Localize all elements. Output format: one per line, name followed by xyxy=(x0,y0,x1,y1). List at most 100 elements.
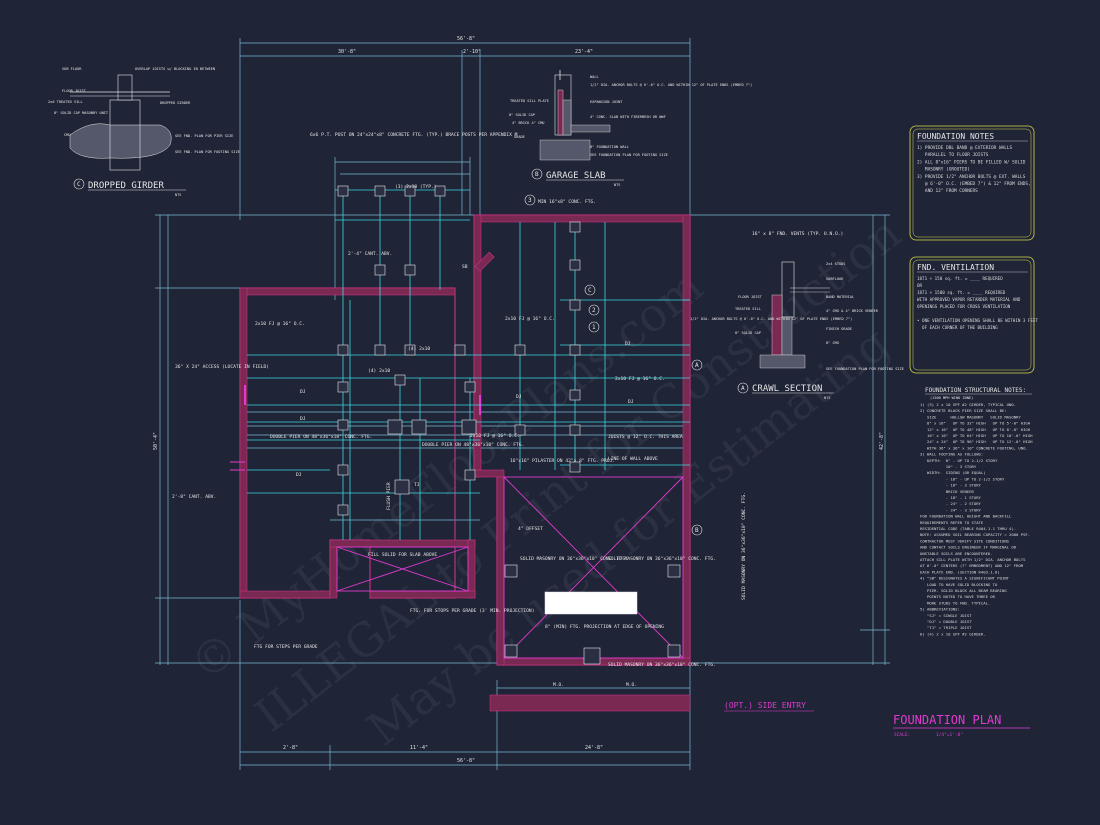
structural-note-line-2: 2) CONCRETE BLOCK PIER SIZE SHALL BE: xyxy=(920,408,1007,413)
note-pier-top: (3) 2x10 (TYP.) xyxy=(395,184,437,190)
dg-label-5: CMU xyxy=(64,133,71,137)
structural-note-line-30: LOAD TO HAVE SOLID BLOCKING TO xyxy=(920,582,998,587)
crawl-section-scale: NTS xyxy=(824,396,830,400)
detail-garage-slab: B GARAGE SLAB NTS WALL 1/2" DIA. ANCHOR … xyxy=(509,70,752,187)
label-dj-4: DJ xyxy=(625,341,631,347)
cs-label-2: SUBFLOOR xyxy=(826,277,844,281)
dim-left-total: 50'-4" xyxy=(153,432,159,450)
note-min-pier: MIN 16"x8" CONC. FTG. xyxy=(538,199,596,205)
dim-right-total: 42'-8" xyxy=(879,432,885,450)
structural-note-line-21: RESIDENTIAL CODE (TABLE R404.1.1 THRU 4)… xyxy=(920,526,1016,531)
structural-note-line-32: POINTS NOTED TO HAVE THREE OR xyxy=(920,594,996,599)
detail-crawl-section: A CRAWL SECTION NTS 2x4 STUDS SUBFLOOR F… xyxy=(690,261,904,400)
fnd-ventilation-line-4: WITH APPROVED VAPOR RETARDER MATERIAL AN… xyxy=(917,297,1021,302)
note-joist-left: 2x10 FJ @ 16" O.C. xyxy=(255,321,305,327)
note-solid-masonry-3: SOLID MASONRY ON 36"x36"x10" CONC. FTG. xyxy=(608,662,716,668)
structural-note-line-38: 6) (4) 2 x 10 SPF #2 GIRDER. xyxy=(920,631,986,636)
note-projection: 8" (MIN) FTG. PROJECTION AT EDGE OF OPEN… xyxy=(545,624,664,630)
structural-note-line-8: WITH 36" x 36" x 10" CONCRETE FOOTING, U… xyxy=(920,445,1028,450)
dg-label-6: OVERLAP JOISTS w/ BLOCKING IN BETWEEN xyxy=(135,67,215,71)
label-dj-5: DJ xyxy=(628,399,634,405)
structural-note-line-6: 16" x 16" UP TO 64" HIGH UP TO 10'-0" HI… xyxy=(920,433,1033,438)
note-solid-masonry-4: SOLID MASONRY ON 36"x36"x10" CONC. FTG. xyxy=(741,492,747,600)
dimension-texts: 56'-8" 30'-8" 2'-10" 23'-4" 56'-8" 2'-8"… xyxy=(153,36,885,764)
note-cant-left: 2'-8" CANT. ABV. xyxy=(172,494,216,500)
cs-label-10: 8" CMU xyxy=(826,341,839,345)
label-tj: TJ xyxy=(414,482,420,488)
sheet-title: FOUNDATION PLAN xyxy=(893,713,1001,727)
crawl-section-marker: A xyxy=(741,385,745,392)
dropped-girder-scale: NTS xyxy=(175,193,181,197)
gs-label-2: 1/2" DIA. ANCHOR BOLTS @ 6'-0" O.C. AND … xyxy=(590,83,752,87)
gs-label-10: SEE FOUNDATION PLAN FOR FOOTING SIZE xyxy=(590,153,668,157)
dim-top-right: 23'-4" xyxy=(575,49,593,55)
side-entry-label: (OPT.) SIDE ENTRY xyxy=(724,701,806,710)
foundation-note-line-4: MASONRY (GROUTED) xyxy=(917,167,970,173)
label-sb: SB xyxy=(462,264,468,270)
structural-note-line-15: BRICK VENEER xyxy=(920,489,975,494)
marker-b: B xyxy=(695,527,699,534)
marker-1: 1 xyxy=(592,324,596,331)
note-post: 6x6 P.T. POST ON 24"x24"x8" CONCRETE FTG… xyxy=(310,132,518,138)
gs-label-3: EXPANSION JOINT xyxy=(590,100,623,104)
structural-note-line-24: AND CONTACT SOILS ENGINEER IF MARGINAL O… xyxy=(920,545,1017,550)
label-mo-2: M.O. xyxy=(626,682,637,688)
note-joist-bottom: 2x10 FJ @ 16" O.C. xyxy=(470,433,520,439)
foundation-note-line-7: AND 12" FROM CORNERS xyxy=(917,188,978,194)
foundation-note-line-1: 1) PROVIDE DBL BAND @ EXTERIOR WALLS xyxy=(917,145,1013,151)
garage-slab-title: GARAGE SLAB xyxy=(546,171,606,181)
fnd-ventilation-line-2: OR xyxy=(917,283,923,288)
fnd-ventilation-line-7: • ONE VENTILATION OPENING SHALL BE WITHI… xyxy=(917,318,1038,323)
detail-dropped-girder: C DROPPED GIRDER NTS SUB FLOOR FLOOR JOI… xyxy=(48,67,240,197)
dg-label-8: SEE FND. PLAN FOR PIER SIZE xyxy=(175,134,233,138)
foundation-notes-title: FOUNDATION NOTES xyxy=(917,132,994,141)
structural-note-line-23: CONTRACTOR MUST VERIFY SITE CONDITIONS xyxy=(920,538,1010,543)
dg-label-2: FLOOR JOIST xyxy=(62,89,87,93)
structural-note-line-13: - 16" - UP TO 2-1/2 STORY xyxy=(920,476,1005,481)
structural-note-line-33: MORE STUDS TO FND. TYPICAL. xyxy=(920,600,990,605)
foundation-note-line-5: 3) PROVIDE 1/2" ANCHOR BOLTS @ EXT. WALL… xyxy=(917,174,1026,180)
foundation-note-line-3: 2) ALL 8"x16" PIERS TO BE FILLED W/ SOLI… xyxy=(917,159,1026,165)
marker-3: 3 xyxy=(528,197,532,204)
note-girder-left: (4) 2x10 xyxy=(368,368,390,374)
fnd-ventilation-title: FND. VENTILATION xyxy=(917,263,994,272)
fnd-ventilation-line-8: OF EACH CORNER OF THE BUILDING xyxy=(917,325,998,330)
note-double-pier-2: DOUBLE PIER ON 48"x36"x10" CONC. FTG. xyxy=(422,442,524,448)
note-joist-mid: 2x10 FJ @ 16" O.C. xyxy=(505,316,555,322)
structural-note-line-14: - 18" - 3 STORY xyxy=(920,483,982,488)
dim-bottom-right: 24'-8" xyxy=(585,745,603,751)
label-dj-3: DJ xyxy=(516,394,522,400)
note-offset: 4" OFFSET xyxy=(518,526,543,532)
structural-note-line-4: 8" x 16" UP TO 32" HIGH UP TO 5'-0" HIGH xyxy=(920,421,1031,426)
gs-label-4: TREATED SILL PLATE xyxy=(510,99,549,103)
dim-bottom-left: 2'-8" xyxy=(283,745,298,751)
note-pilaster: 16"x16" PILASTER ON 42"x 8" FTG. PROJ. xyxy=(510,458,615,464)
cs-label-11: SEE FOUNDATION PLAN FOR FOOTING SIZE xyxy=(826,367,904,371)
dg-label-3: 2x6 TREATED SILL xyxy=(48,100,83,104)
note-joists-12: JOISTS @ 12" O.C. THIS AREA xyxy=(608,434,683,440)
garage-slab-scale: NTS xyxy=(614,183,620,187)
garage-slab-marker: B xyxy=(535,171,539,178)
gs-label-6: 4" BRICK 4" CMU xyxy=(512,121,544,125)
dg-label-7: DROPPED GIRDER xyxy=(160,101,191,105)
note-joist-right: 2x10 FJ @ 16" O.C. xyxy=(615,376,665,382)
structural-note-line-34: 5) ABBREVIATIONS: xyxy=(920,607,960,612)
note-ftg-steps: FTG FOR STEPS PER GRADE xyxy=(254,644,318,650)
gs-label-7: 4" CONC. SLAB WITH FIBERMESH OR WWF xyxy=(590,115,666,119)
gs-label-1: WALL xyxy=(590,75,599,79)
structural-note-line-25: UNSTABLE SOILS ARE ENCOUNTERED. xyxy=(920,551,993,556)
structural-notes-subtitle: (1500 MPH WIND ZONE) xyxy=(930,396,973,400)
structural-note-line-28: EACH PLATE END. (SECTION R403.1.6) xyxy=(920,569,1000,574)
dg-label-4: 8" SOLID CAP MASONRY UNIT xyxy=(54,111,109,115)
sheet-scale-label: SCALE: xyxy=(894,732,910,738)
structural-note-line-36: "DJ" = DOUBLE JOIST xyxy=(920,619,972,624)
cs-label-5: TREATED SILL xyxy=(735,307,761,311)
structural-note-line-7: 24" x 24" UP TO 96" HIGH UP TO 12'-0" HI… xyxy=(920,439,1033,444)
note-access: 36" X 24" ACCESS (LOCATE IN FIELD) xyxy=(175,364,269,370)
piers xyxy=(337,185,681,665)
structural-note-line-9: 3) WALL FOOTING AS FOLLOWS: xyxy=(920,452,983,457)
fnd-ventilation-box: FND. VENTILATION 1871 ÷ 150 sq. ft. = __… xyxy=(909,256,1038,374)
cs-label-8: 8" SOLID CAP xyxy=(735,331,761,335)
fnd-ventilation-line-1: 1871 ÷ 150 sq. ft. = ____ REQUIRED xyxy=(917,276,1003,281)
